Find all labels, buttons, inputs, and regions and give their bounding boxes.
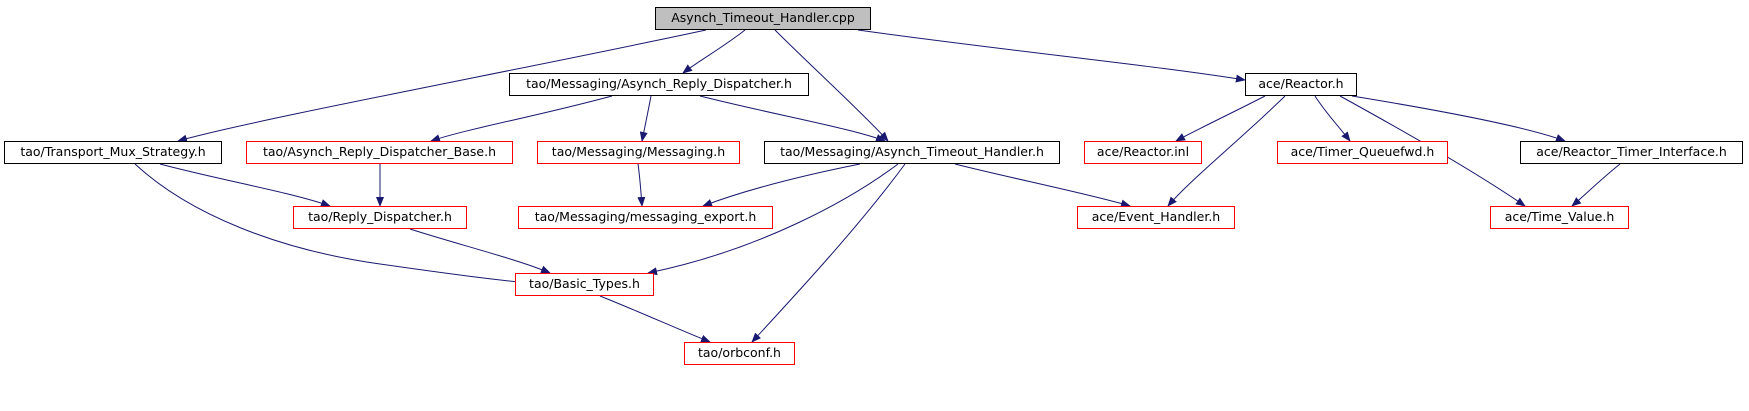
edge-replyhdr-to-timeout-handler-h <box>699 95 886 142</box>
edge-replyhdr-to-dispatcher-base <box>430 95 613 142</box>
node-root-file: Asynch_Timeout_Handler.cpp <box>655 7 871 30</box>
node-timer-queuefwd[interactable]: ace/Timer_Queuefwd.h <box>1277 141 1448 164</box>
node-transport-mux-strategy[interactable]: tao/Transport_Mux_Strategy.h <box>4 141 222 164</box>
edge-timeout-to-event-handler <box>954 163 1131 208</box>
edge-messaging-h-to-export <box>637 163 646 207</box>
edge-transport-to-basic-types <box>134 163 549 289</box>
edge-reactor-to-timer-queuefwd <box>1314 95 1351 142</box>
edge-root-to-reactor-h <box>857 29 1246 83</box>
node-orbconf[interactable]: tao/orbconf.h <box>684 342 795 365</box>
edge-timeout-to-basic-types <box>647 163 899 276</box>
edge-reactor-to-event-handler <box>1167 95 1286 207</box>
node-time-value[interactable]: ace/Time_Value.h <box>1490 206 1629 229</box>
node-reply-dispatcher[interactable]: tao/Reply_Dispatcher.h <box>293 206 467 229</box>
edge-reactor-to-timer-interface <box>1351 95 1566 142</box>
node-asynch-reply-dispatcher-base[interactable]: tao/Asynch_Reply_Dispatcher_Base.h <box>246 141 513 164</box>
node-asynch-timeout-handler-h[interactable]: tao/Messaging/Asynch_Timeout_Handler.h <box>764 141 1060 164</box>
node-reactor-timer-interface[interactable]: ace/Reactor_Timer_Interface.h <box>1520 141 1743 164</box>
node-asynch-reply-dispatcher-h[interactable]: tao/Messaging/Asynch_Reply_Dispatcher.h <box>509 73 809 96</box>
node-reactor-inl[interactable]: ace/Reactor.inl <box>1084 141 1202 164</box>
node-event-handler[interactable]: ace/Event_Handler.h <box>1077 206 1235 229</box>
edge-timeout-to-orbconf <box>751 163 906 343</box>
edge-reactor-to-reactor-inl <box>1175 95 1266 142</box>
edge-transport-to-reply-dispatcher <box>159 163 331 207</box>
edge-timeout-to-export <box>702 163 861 207</box>
edge-replyhdr-to-messaging-h <box>639 95 652 142</box>
dependency-edges <box>134 29 1621 343</box>
node-messaging-h[interactable]: tao/Messaging/Messaging.h <box>537 141 740 164</box>
edge-basic-types-to-orbconf <box>599 295 711 343</box>
node-basic-types[interactable]: tao/Basic_Types.h <box>515 273 654 296</box>
edge-reply-dispatcher-to-basic <box>409 228 551 274</box>
node-messaging-export[interactable]: tao/Messaging/messaging_export.h <box>518 206 773 229</box>
edge-root-to-timeout-handler-h <box>774 29 889 142</box>
node-reactor-h[interactable]: ace/Reactor.h <box>1245 73 1357 96</box>
edge-root-to-transport-mux <box>177 29 707 143</box>
edge-root-to-reply-dispatcher-h <box>682 29 746 74</box>
edge-timer-interface-to-time-value <box>1571 163 1621 207</box>
